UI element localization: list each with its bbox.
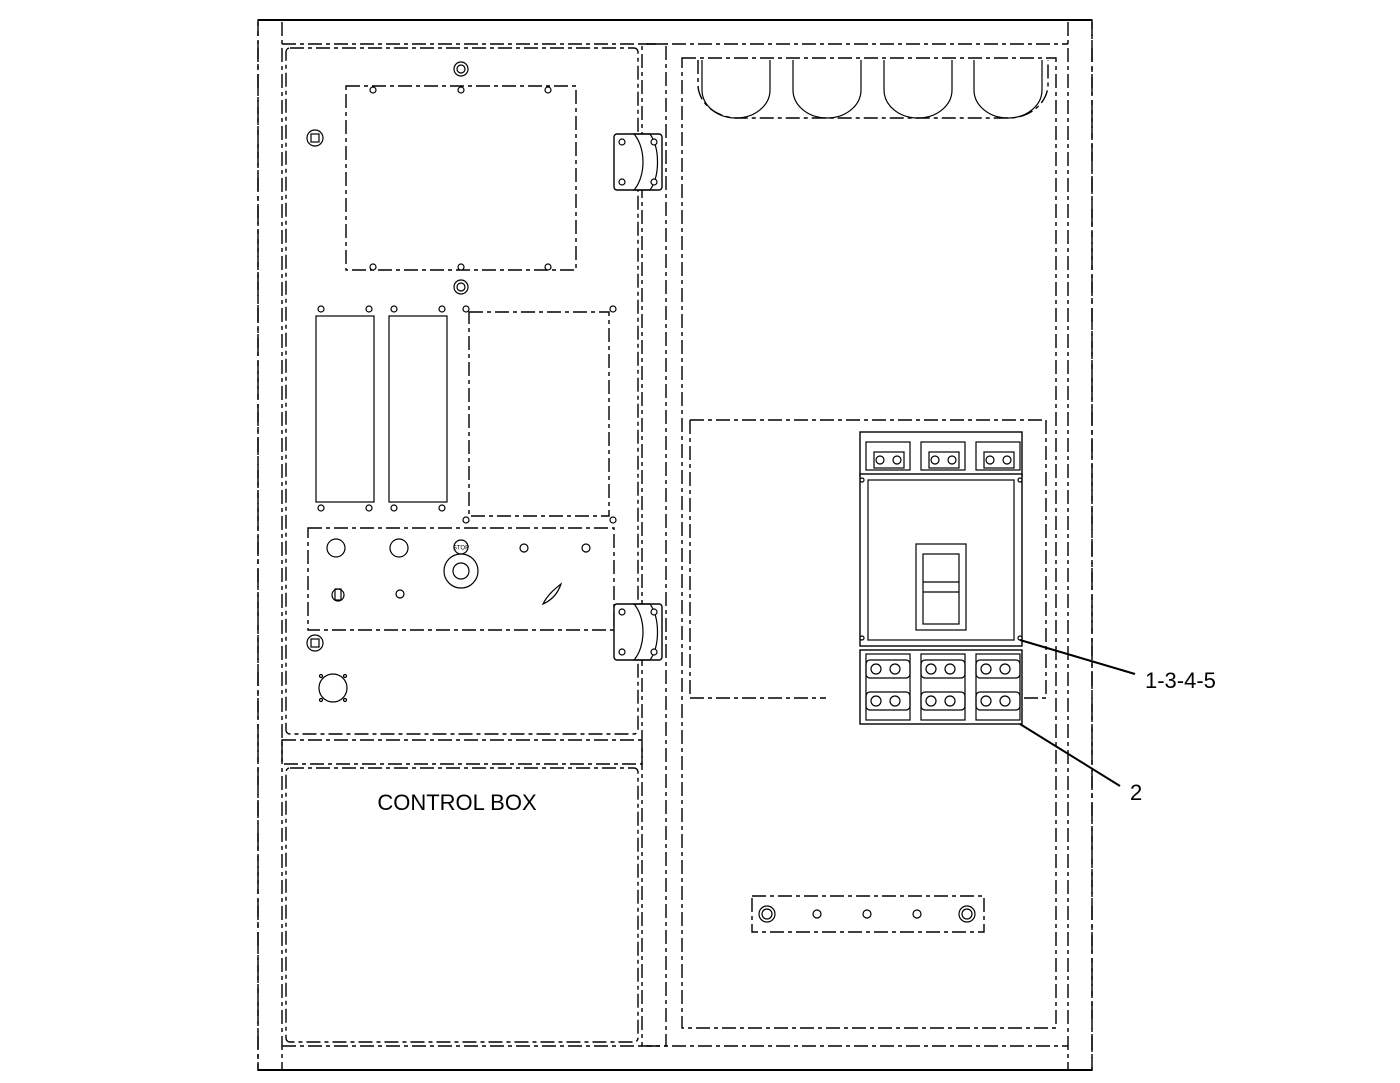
door-panel: STOP [285, 47, 639, 735]
latch-icon [306, 634, 324, 652]
callout-breaker-label: 1-3-4-5 [1145, 668, 1216, 693]
terminal-block [859, 649, 1023, 725]
toggle-switch-icon [331, 588, 345, 602]
control-box-label: CONTROL BOX [377, 790, 537, 815]
display-cutout [345, 61, 577, 295]
circuit-breaker [859, 431, 1023, 647]
cabinet-frame [257, 19, 1093, 1071]
hinge-icon [613, 133, 663, 191]
control-box: CONTROL BOX [285, 767, 639, 1043]
hinge-icon [613, 603, 663, 661]
right-compartment [681, 57, 1057, 1029]
callout-terminal-label: 2 [1130, 780, 1142, 805]
module-cutouts [315, 305, 617, 524]
latch-icon [306, 129, 324, 147]
stop-label: STOP [453, 546, 469, 552]
ground-bus-bar [751, 895, 985, 933]
connector-icon [318, 673, 348, 703]
stop-button-icon: STOP [443, 539, 479, 589]
callout-terminal: 2 [1019, 723, 1142, 805]
breaker-handle [915, 543, 967, 631]
indicator-lens-icon [541, 582, 563, 606]
switch-plate: STOP [307, 527, 615, 631]
callout-breaker: 1-3-4-5 [1019, 639, 1216, 693]
mounting-plate [689, 419, 1047, 699]
cable-knockouts [697, 60, 1049, 119]
